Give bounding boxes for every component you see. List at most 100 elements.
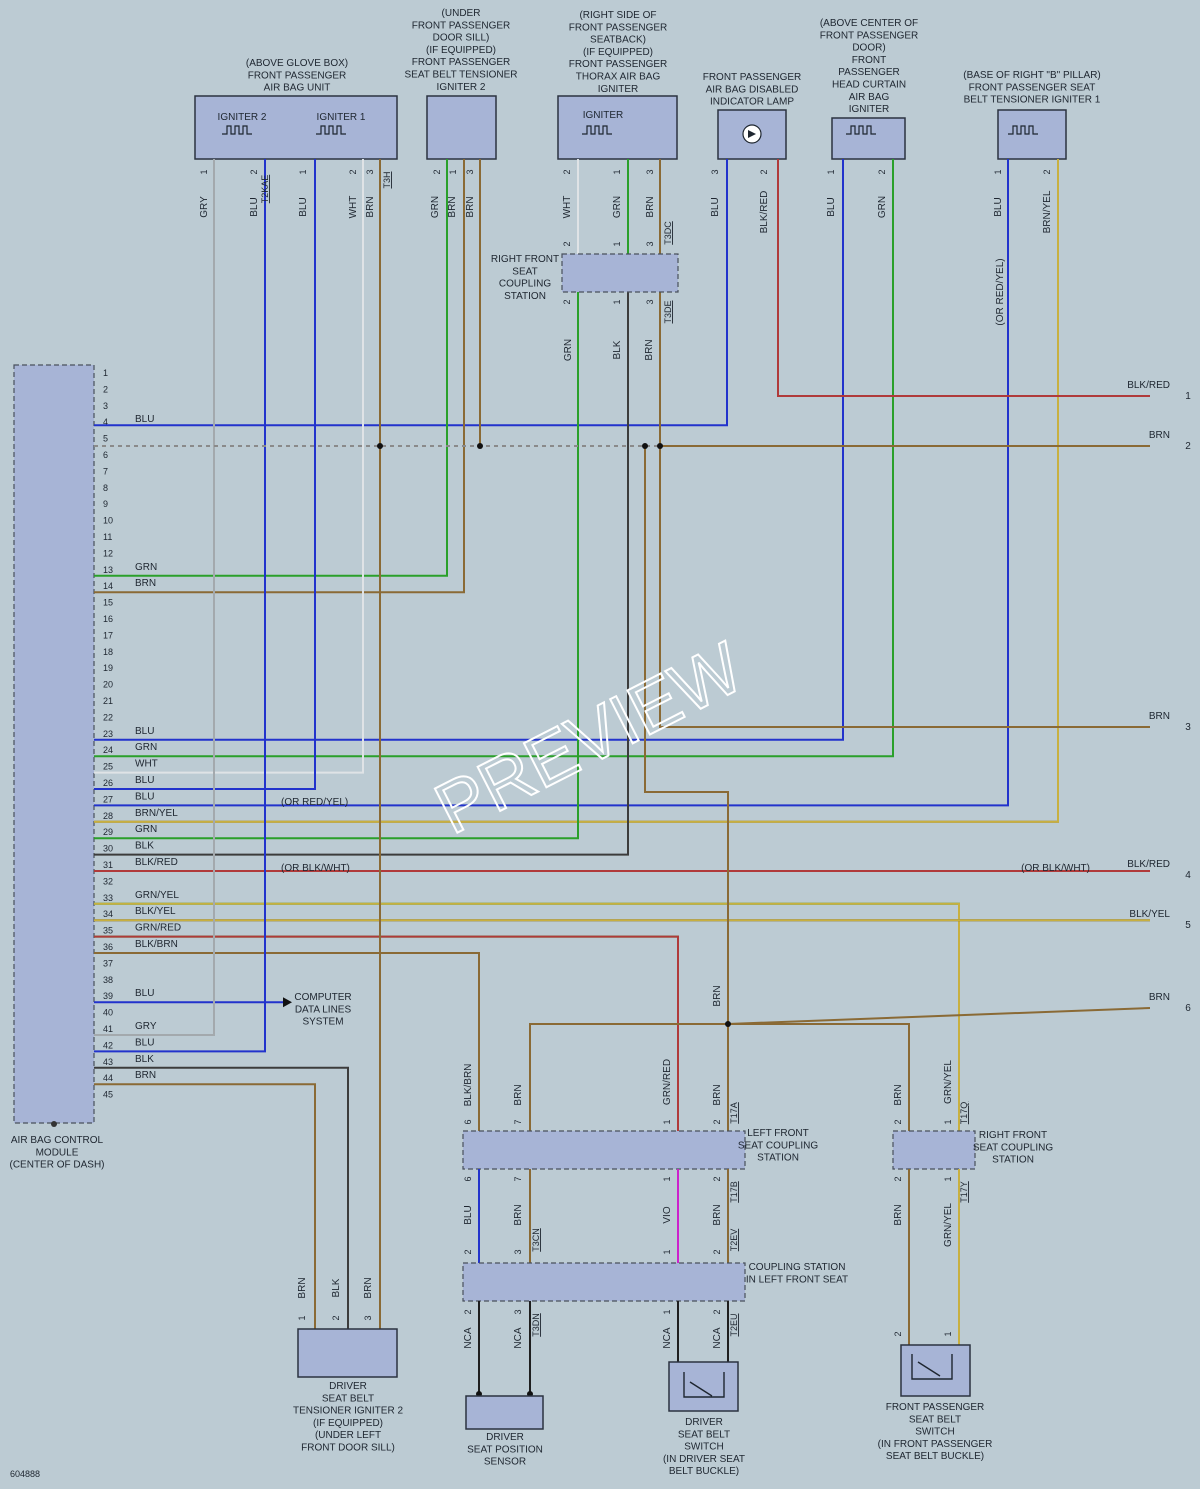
module-pin-number: 24 <box>103 745 113 755</box>
module-pin-number: 6 <box>103 450 108 460</box>
curtain-label-line: PASSENGER <box>838 67 900 78</box>
module-pin-number: 19 <box>103 663 113 673</box>
module-pin-number: 13 <box>103 565 113 575</box>
module-pin-number: 43 <box>103 1057 113 1067</box>
pin-number: 3 <box>513 1249 523 1254</box>
right-connection-color: BRN <box>1149 711 1170 722</box>
switch-icon <box>911 1354 953 1380</box>
tensioner-2-label-line: DOOR SILL) <box>433 33 490 44</box>
tensioner-2-label-line: IGNITER 2 <box>437 82 486 93</box>
lf-coupling-label-line: LEFT FRONT <box>747 1128 808 1139</box>
connector-tag: T2EU <box>729 1313 739 1336</box>
right-connection-color: BLK/YEL <box>1129 909 1170 920</box>
wire-color-label: BRN <box>893 1084 904 1105</box>
module-pin-number: 30 <box>103 844 113 854</box>
connector-tag: T17Y <box>959 1181 969 1203</box>
wire-color-label: BLU <box>993 197 1004 216</box>
wire-color-label: BLK/BRN <box>463 1064 474 1107</box>
diagram-id: 604888 <box>10 1469 40 1479</box>
wire-pin14 <box>94 159 465 594</box>
airbag-unit-label-line: FRONT PASSENGER <box>248 70 347 81</box>
wire-color-label: VIO <box>662 1206 673 1223</box>
driver-position-sensor-box <box>465 1395 544 1430</box>
module-pin-color: BRN <box>135 578 156 589</box>
module-pin-color: GRN <box>135 562 157 573</box>
module-pin-number: 21 <box>103 696 113 706</box>
wire-color-label: BRN <box>447 196 458 217</box>
lf-coupling-label-line: SEAT COUPLING <box>738 1140 818 1151</box>
wire-color-label: GRY <box>199 196 210 218</box>
right-connection-number: 6 <box>1185 1003 1191 1014</box>
right-connection-color: BRN <box>1149 992 1170 1003</box>
tensioner-2-label-line: (IF EQUIPPED) <box>426 45 496 56</box>
tensioner-1-label-line: BELT TENSIONER IGNITER 1 <box>964 95 1101 106</box>
lfs-coupling-label-line: COUPLING STATION <box>749 1262 846 1273</box>
pin-number: 2 <box>463 1309 473 1314</box>
module-pin-color: GRN/YEL <box>135 890 179 901</box>
module-pin-number: 45 <box>103 1090 113 1100</box>
igniter-1-label: IGNITER 1 <box>317 112 366 123</box>
wire-color-label: BLK/RED <box>759 191 770 234</box>
module-pin-number: 28 <box>103 811 113 821</box>
module-pin-number: 33 <box>103 893 113 903</box>
rf-coupling-label-line: SEAT COUPLING <box>973 1142 1053 1153</box>
driver-tensioner-label-line: (IF EQUIPPED) <box>313 1418 383 1429</box>
pin-number: 2 <box>432 169 442 174</box>
module-pin-number: 25 <box>103 762 113 772</box>
wire-pin35-stripe <box>94 935 679 1131</box>
wire-color-label: BRN <box>365 196 376 217</box>
wire-pin33-stripe <box>94 902 960 1131</box>
module-pin-color: BLK <box>135 1054 154 1065</box>
note-or-blk-wht: (OR BLK/WHT) <box>281 863 350 874</box>
left-front-seat-coupling <box>462 1130 746 1170</box>
right-connection-color: BLK/RED <box>1127 380 1170 391</box>
pin-number: 1 <box>662 1249 672 1254</box>
tensioner-2-label-line: FRONT PASSENGER <box>412 20 511 31</box>
connector-tag: T17A <box>729 1102 739 1124</box>
cdl-label-line: SYSTEM <box>302 1017 343 1028</box>
thorax-label-line: IGNITER <box>598 84 639 95</box>
wire-color-label: BRN <box>712 1084 723 1105</box>
pin-number: 1 <box>662 1176 672 1181</box>
module-pin-number: 36 <box>103 942 113 952</box>
right-connection-color: BLK/RED <box>1127 859 1170 870</box>
pin-number: 1 <box>448 169 458 174</box>
pin-number: 2 <box>712 1249 722 1254</box>
igniter-2-label: IGNITER 2 <box>218 112 267 123</box>
module-pin-number: 7 <box>103 466 108 476</box>
module-pin-color: BLK <box>135 841 154 852</box>
pin-number: 3 <box>645 299 655 304</box>
module-pin-number: 4 <box>103 417 108 427</box>
driver-tensioner-label-line: TENSIONER IGNITER 2 <box>293 1406 403 1417</box>
pin-number: 2 <box>562 299 572 304</box>
pin-number: 2 <box>348 169 358 174</box>
wire-pin29 <box>94 292 579 840</box>
curtain-label-line: AIR BAG <box>849 92 890 103</box>
pin-number: 1 <box>943 1119 953 1124</box>
driver-switch-label-line: SWITCH <box>684 1442 723 1453</box>
wire-pin30 <box>94 292 629 856</box>
module-pin-number: 35 <box>103 926 113 936</box>
pin-number: 2 <box>331 1315 341 1320</box>
wire-color-label: GRN/YEL <box>943 1203 954 1247</box>
pin-number: 3 <box>465 169 475 174</box>
driver-tensioner-label-line: SEAT BELT <box>322 1393 374 1404</box>
pin-number: 2 <box>893 1331 903 1336</box>
airbag-unit-label-line: AIR BAG UNIT <box>264 83 331 94</box>
module-pin-number: 11 <box>103 532 112 542</box>
driver-tensioner-label-line: FRONT DOOR SILL) <box>301 1443 395 1454</box>
wire-color-label: GRN <box>877 196 888 218</box>
pass-switch-label-line: SEAT BELT BUCKLE) <box>886 1451 984 1462</box>
cdl-label-line: COMPUTER <box>294 992 351 1003</box>
pin-number: 2 <box>249 169 259 174</box>
wire-color-label: BRN <box>513 1084 524 1105</box>
module-pin-number: 5 <box>103 434 108 444</box>
thorax-igniter-text: IGNITER <box>583 110 624 121</box>
wire-color-label: BRN <box>297 1277 308 1298</box>
module-pin-number: 22 <box>103 712 113 722</box>
wire-color-label: BRN <box>465 196 476 217</box>
curtain-label-line: DOOR) <box>852 43 885 54</box>
pin-number: 1 <box>943 1176 953 1181</box>
driver-switch-label-line: (IN DRIVER SEAT <box>663 1454 745 1465</box>
pin-number: 1 <box>298 169 308 174</box>
